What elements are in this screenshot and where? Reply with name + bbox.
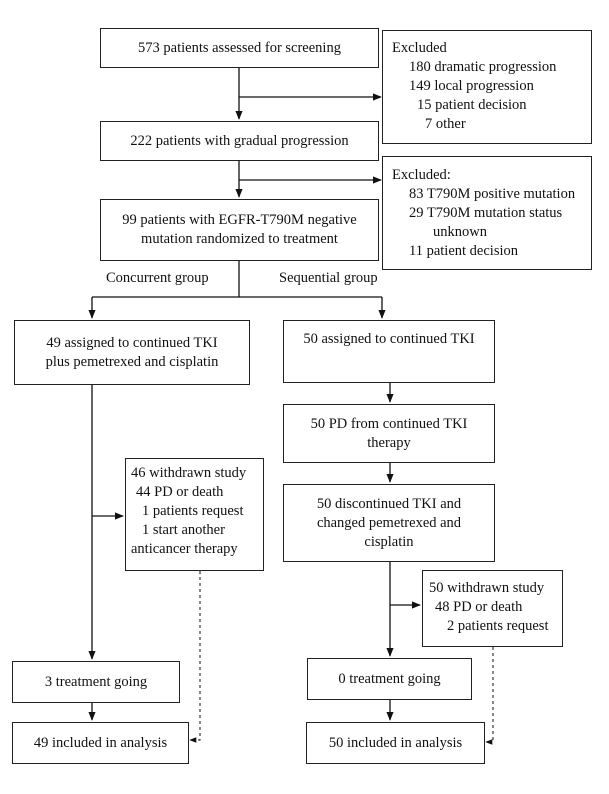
sequential-pd-line: 50 PD from continued TKI (310, 415, 468, 432)
concurrent-withdrawn-box: 46 withdrawn study 44 PD or death 1 pati… (125, 458, 264, 571)
sequential-discontinued-line: cisplatin (364, 533, 414, 550)
sequential-withdrawn-line: 50 withdrawn study (429, 580, 545, 596)
screening-box: 573 patients assessed for screening (100, 28, 379, 68)
sequential-group-label: Sequential group (279, 270, 378, 286)
dashed-seq-withdrawn-to-analysis (485, 647, 494, 745)
gradual-progression-box: 222 patients with gradual progression (100, 121, 379, 161)
sequential-discontinued-line: changed pemetrexed and (316, 514, 462, 531)
gradual-progression-text: 222 patients with gradual progression (130, 132, 349, 149)
sequential-withdrawn-box: 50 withdrawn study 48 PD or death 2 pati… (422, 570, 563, 647)
sequential-assigned-box: 50 assigned to continued TKI (283, 320, 495, 383)
concurrent-ongoing-box: 3 treatment going (12, 661, 180, 703)
sequential-pd-box: 50 PD from continued TKI therapy (283, 404, 495, 463)
dashed-concurrent-withdrawn-to-analysis (189, 571, 201, 743)
sequential-withdrawn-line: 2 patients request (447, 618, 549, 634)
concurrent-group-label: Concurrent group (106, 270, 209, 286)
sequential-withdrawn-line: 48 PD or death (435, 599, 523, 615)
sequential-analysis-box: 50 included in analysis (306, 722, 485, 764)
concurrent-analysis-text: 49 included in analysis (33, 734, 168, 751)
excluded-1-item: 15 patient decision (417, 97, 527, 113)
excluded-2-item: unknown (433, 224, 487, 240)
concurrent-assigned-line: 49 assigned to continued TKI (46, 334, 218, 351)
excluded-1-item: 7 other (425, 116, 466, 132)
randomized-line: mutation randomized to treatment (141, 231, 338, 247)
randomized-line: 99 patients with EGFR-T790M negative (122, 212, 357, 228)
concurrent-analysis-box: 49 included in analysis (12, 722, 189, 764)
excluded-2-item: 29 T790M mutation status (409, 205, 563, 221)
concurrent-withdrawn-line: 1 patients request (142, 503, 244, 519)
sequential-assigned-text: 50 assigned to continued TKI (303, 331, 475, 347)
sequential-discontinued-box: 50 discontinued TKI and changed pemetrex… (283, 484, 495, 562)
excluded-2-item: 83 T790M positive mutation (409, 186, 576, 202)
concurrent-assigned-box: 49 assigned to continued TKI plus pemetr… (14, 320, 250, 385)
concurrent-withdrawn-line: 44 PD or death (136, 484, 224, 500)
concurrent-withdrawn-line: 46 withdrawn study (131, 465, 247, 481)
excluded-1-item: 149 local progression (409, 78, 534, 94)
concurrent-withdrawn-line: anticancer therapy (131, 541, 238, 557)
randomized-box: 99 patients with EGFR-T790M negative mut… (100, 199, 379, 261)
excluded-2-item: 11 patient decision (409, 243, 518, 259)
excluded-2-title: Excluded: (392, 167, 451, 183)
concurrent-withdrawn-line: 1 start another (142, 522, 225, 538)
concurrent-ongoing-text: 3 treatment going (44, 673, 148, 690)
sequential-analysis-text: 50 included in analysis (328, 734, 463, 751)
sequential-discontinued-line: 50 discontinued TKI and (316, 495, 462, 512)
excluded-box-2: Excluded: 83 T790M positive mutation 29 … (382, 156, 592, 270)
sequential-ongoing-box: 0 treatment going (307, 658, 472, 700)
excluded-1-item: 180 dramatic progression (409, 59, 557, 75)
sequential-pd-line: therapy (367, 434, 411, 451)
sequential-ongoing-text: 0 treatment going (338, 670, 441, 687)
excluded-1-title: Excluded (392, 40, 447, 56)
concurrent-assigned-line: plus pemetrexed and cisplatin (45, 353, 219, 370)
excluded-box-1: Excluded 180 dramatic progression 149 lo… (382, 30, 592, 144)
screening-text: 573 patients assessed for screening (138, 39, 341, 56)
